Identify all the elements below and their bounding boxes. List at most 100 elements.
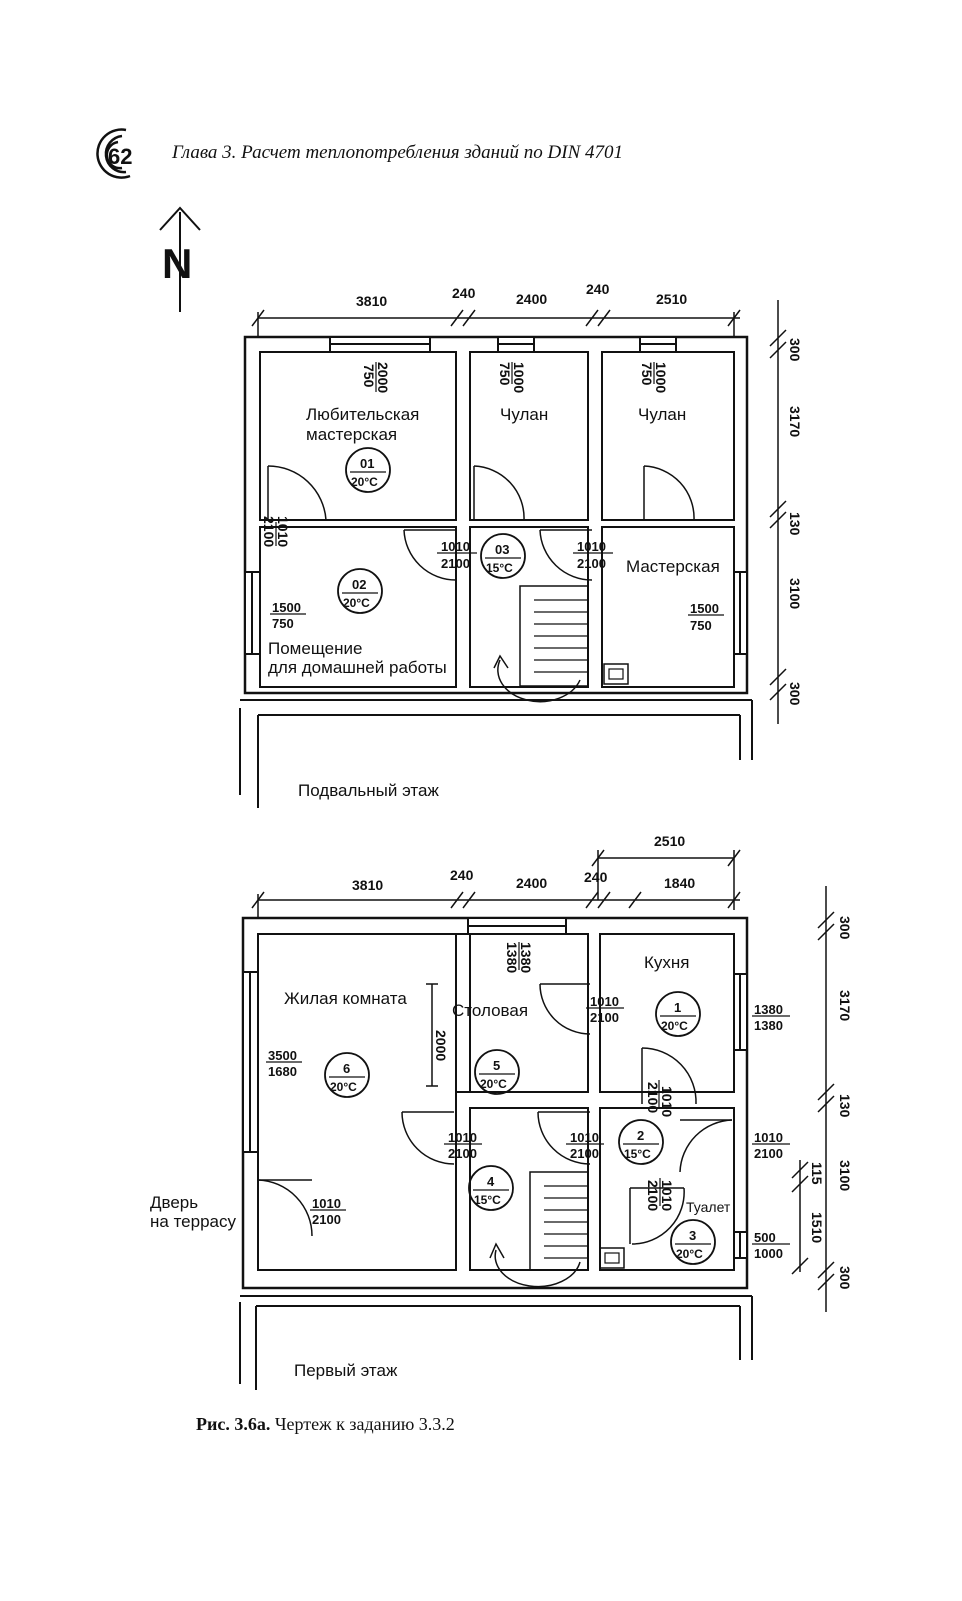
gf-opening-2000: 2000 <box>433 1030 449 1061</box>
room-markers <box>324 447 716 1265</box>
bsmt-door-03b-bottom: 2100 <box>577 556 606 571</box>
gf-win-kitchen-bottom: 1380 <box>754 1018 783 1033</box>
gf-door-hall-a-bottom: 2100 <box>448 1146 477 1161</box>
gf-room-5-temp: 20°C <box>480 1077 507 1091</box>
gf-door-terrace-bottom: 2100 <box>312 1212 341 1227</box>
north-label: N <box>162 240 192 287</box>
bsmt-dim-right-3100: 3100 <box>787 578 803 609</box>
bsmt-win-c1-top: 1000 <box>511 362 527 393</box>
bsmt-room-01-id: 01 <box>360 456 374 471</box>
page-number: 62 <box>108 144 132 169</box>
north-arrow-icon <box>159 206 201 312</box>
bsmt-closet1-name: Чулан <box>500 405 548 424</box>
gf-room-1-name: Кухня <box>644 953 690 972</box>
gf-room-3-name: Туалет <box>686 1199 731 1215</box>
gf-room-5-id: 5 <box>493 1058 500 1073</box>
gf-door-hall-b-top: 1010 <box>570 1130 599 1145</box>
gf-dim-right-300a: 300 <box>837 916 853 940</box>
bsmt-dim-right-3170: 3170 <box>787 406 803 437</box>
bsmt-win-01-bottom: 750 <box>361 364 377 388</box>
bsmt-room-02-temp: 20°C <box>343 596 370 610</box>
bsmt-dim-240b: 240 <box>586 281 610 297</box>
gf-dim-2510: 2510 <box>654 833 685 849</box>
bsmt-win-02-top: 1500 <box>272 600 301 615</box>
bsmt-dim-right-130: 130 <box>787 512 803 536</box>
gf-dim-right-1510: 1510 <box>809 1212 825 1243</box>
gf-floor-label: Первый этаж <box>294 1361 398 1380</box>
gf-dim-right-3170: 3170 <box>837 990 853 1021</box>
bsmt-workshop-name: Мастерская <box>626 557 720 576</box>
gf-room-2-temp: 15°C <box>624 1147 651 1161</box>
figure-caption: Рис. 3.6а. Чертеж к заданию 3.3.2 <box>196 1414 455 1435</box>
bsmt-room-01-temp: 20°C <box>351 475 378 489</box>
bsmt-win-ws-bottom: 750 <box>690 618 712 633</box>
bsmt-dim-2510: 2510 <box>656 291 687 307</box>
gf-room-4-id: 4 <box>487 1174 495 1189</box>
bsmt-dim-right-300a: 300 <box>787 338 803 362</box>
bsmt-win-c1-bottom: 750 <box>497 362 513 386</box>
gf-dim-right-300b: 300 <box>837 1266 853 1290</box>
gf-door-hall-b-bottom: 2100 <box>570 1146 599 1161</box>
gf-win-living-bottom: 1680 <box>268 1064 297 1079</box>
figure-caption-text: Чертеж к заданию 3.3.2 <box>274 1414 455 1434</box>
bsmt-closet2-name: Чулан <box>638 405 686 424</box>
gf-win-living-top: 3500 <box>268 1048 297 1063</box>
bsmt-win-c2-bottom: 750 <box>639 362 655 386</box>
gf-door-wc-top: 1010 <box>659 1180 675 1211</box>
gf-door-wc-bottom: 2100 <box>645 1180 661 1211</box>
bsmt-dim-240a: 240 <box>452 285 476 301</box>
chapter-title: Глава 3. Расчет теплопотребления зданий … <box>172 142 623 163</box>
bsmt-win-01-top: 2000 <box>375 362 391 393</box>
bsmt-door-03b-top: 1010 <box>577 539 606 554</box>
bsmt-door-03a-top: 1010 <box>441 539 470 554</box>
gf-door-ext-top: 1010 <box>754 1130 783 1145</box>
gf-dim-3810: 3810 <box>352 877 383 893</box>
gf-room-3-id: 3 <box>689 1228 696 1243</box>
gf-door-kitchen-v-bottom: 2100 <box>645 1082 661 1113</box>
gf-room-6-name: Жилая комната <box>284 989 407 1008</box>
bsmt-room-02-name2: для домашней работы <box>268 658 447 677</box>
gf-dim-2400: 2400 <box>516 875 547 891</box>
gf-terrace-label2: на террасу <box>150 1212 236 1231</box>
bsmt-room-02-name1: Помещение <box>268 639 362 658</box>
gf-room-6-id: 6 <box>343 1061 350 1076</box>
figure-caption-label: Рис. 3.6а. <box>196 1414 271 1434</box>
bsmt-win-02-bottom: 750 <box>272 616 294 631</box>
gf-room-2-id: 2 <box>637 1128 644 1143</box>
ground-floor-plan <box>239 849 835 1390</box>
gf-door-kitchen-bottom: 2100 <box>590 1010 619 1025</box>
gf-win-kitchen-top: 1380 <box>754 1002 783 1017</box>
gf-dim-1840: 1840 <box>664 875 695 891</box>
gf-win-top-b: 1380 <box>504 942 520 973</box>
gf-room-3-temp: 20°C <box>676 1247 703 1261</box>
bsmt-door-03a-bottom: 2100 <box>441 556 470 571</box>
basement-plan <box>239 300 787 808</box>
bsmt-room-01-name1: Любительская <box>306 405 419 424</box>
gf-win-top-a: 1380 <box>518 942 534 973</box>
gf-dim-240b: 240 <box>584 869 608 885</box>
gf-win-wc-bottom: 1000 <box>754 1246 783 1261</box>
bsmt-room-02-id: 02 <box>352 577 366 592</box>
gf-room-5-name: Столовая <box>452 1001 528 1020</box>
bsmt-door-01-bottom: 2100 <box>261 516 277 547</box>
gf-door-kitchen-v-top: 1010 <box>659 1086 675 1117</box>
gf-door-hall-a-top: 1010 <box>448 1130 477 1145</box>
bsmt-dim-2400: 2400 <box>516 291 547 307</box>
gf-room-1-temp: 20°C <box>661 1019 688 1033</box>
gf-door-ext-bottom: 2100 <box>754 1146 783 1161</box>
bsmt-door-01-top: 1010 <box>275 516 291 547</box>
bsmt-dim-right-300b: 300 <box>787 682 803 706</box>
gf-dim-right-115: 115 <box>809 1162 825 1185</box>
bsmt-room-03-id: 03 <box>495 542 509 557</box>
gf-dim-240a: 240 <box>450 867 474 883</box>
gf-win-wc-top: 500 <box>754 1230 776 1245</box>
gf-door-kitchen-top: 1010 <box>590 994 619 1009</box>
gf-room-4-temp: 15°C <box>474 1193 501 1207</box>
page-number-logo <box>96 128 131 179</box>
bsmt-win-c2-top: 1000 <box>653 362 669 393</box>
gf-room-6-temp: 20°C <box>330 1080 357 1094</box>
bsmt-room-01-name2: мастерская <box>306 425 397 444</box>
bsmt-floor-label: Подвальный этаж <box>298 781 439 800</box>
bsmt-room-03-temp: 15°C <box>486 561 513 575</box>
